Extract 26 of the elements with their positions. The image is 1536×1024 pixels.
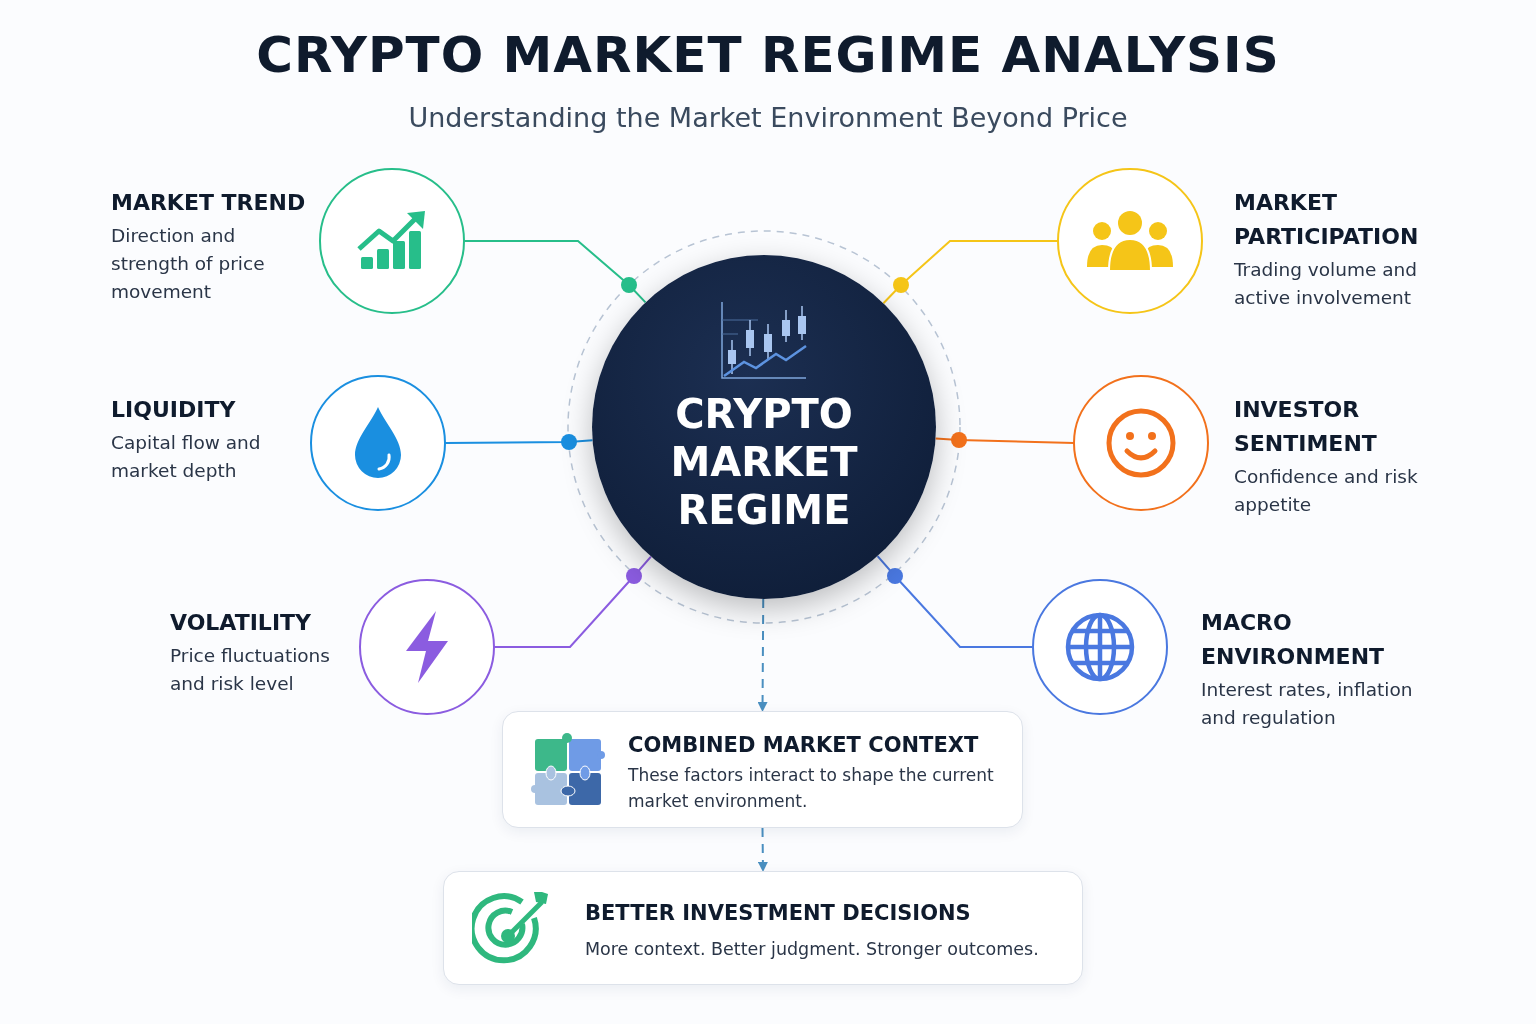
factor-heading: MARKET PARTICIPATION [1234, 189, 1420, 251]
connector-line [882, 240, 1059, 305]
factor-description: Capital flow and market depth [111, 431, 262, 483]
factor-heading: MARKET TREND [111, 189, 307, 217]
dashed-arrow [757, 827, 768, 872]
connector-line [934, 437, 1075, 444]
info-card [502, 711, 1023, 828]
title: CRYPTO MARKET REGIME ANALYSIS [255, 26, 1281, 84]
card-heading: BETTER INVESTMENT DECISIONS [585, 900, 972, 927]
dashed-arrow [757, 598, 768, 712]
factor-description: Price fluctuations and risk level [170, 644, 331, 696]
card-description: These factors interact to shape the current market environment. [628, 764, 995, 813]
card-heading: COMBINED MARKET CONTEXT [628, 732, 980, 759]
factor-heading: MACRO ENVIRONMENT [1201, 609, 1386, 671]
factor-description: Interest rates, inflation and regulation [1201, 678, 1414, 730]
factor-heading: INVESTOR SENTIMENT [1234, 396, 1378, 458]
info-card [443, 871, 1083, 985]
card-description: More context. Better judgment. Stronger outcomes. [585, 938, 1040, 961]
factor-heading: LIQUIDITY [111, 396, 237, 424]
subtitle: Understanding the Market Environment Beyond Price [407, 102, 1129, 133]
factor-heading: VOLATILITY [170, 609, 312, 637]
factor-description: Trading volume and active involvement [1234, 258, 1418, 310]
factor-description: Confidence and risk appetite [1234, 465, 1419, 517]
connector-line [876, 555, 1034, 648]
factor-description: Direction and strength of price movement [111, 224, 266, 304]
hub-label: CRYPTO MARKET REGIME [669, 390, 859, 534]
